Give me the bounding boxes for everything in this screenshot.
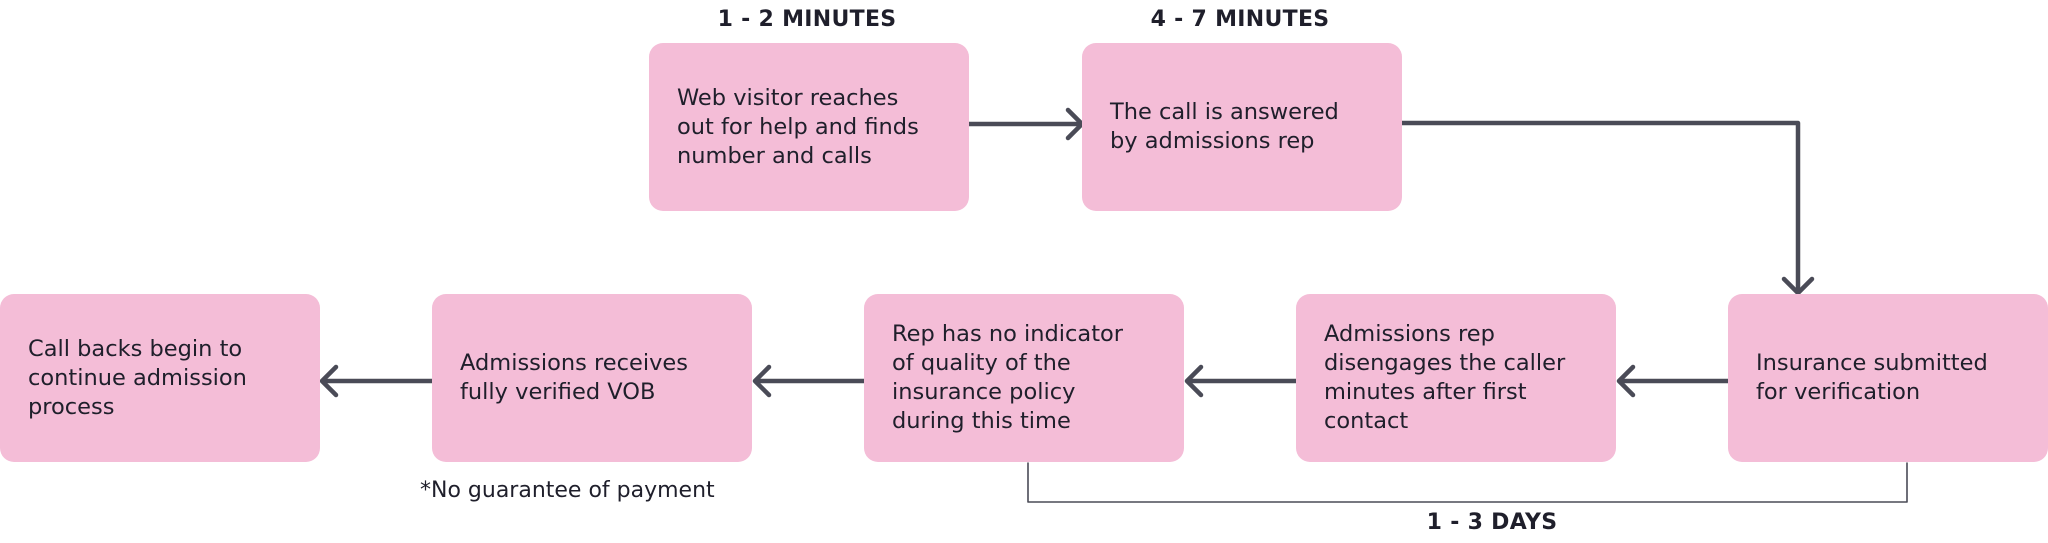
step-no-indicator: Rep has no indicator of quality of the i… [864,294,1184,462]
step-call-answered: The call is answered by admissions rep [1082,43,1402,211]
step-rep-disengages-text: Admissions rep disengages the caller min… [1324,321,1566,434]
step-web-visitor-text: Web visitor reaches out for help and fin… [677,84,919,169]
arrow-answered-to-insurance [1399,120,1815,296]
step-call-answered-text: The call is answered by admissions rep [1110,99,1339,154]
duration-label-1-3-days: 1 - 3 DAYS [1426,510,1558,535]
step-receives-vob: Admissions receives fully verified VOB [432,294,752,462]
arrow-disengages-to-no-indicator [1184,364,1299,398]
step-web-visitor: Web visitor reaches out for help and fin… [649,43,969,211]
step-insurance-submitted-text: Insurance submitted for verification [1756,350,1988,405]
duration-label-1-2-minutes: 1 - 2 MINUTES [717,7,897,32]
step-rep-disengages: Admissions rep disengages the caller min… [1296,294,1616,462]
arrow-vob-to-call-backs [319,364,435,398]
step-receives-vob-text: Admissions receives fully verified VOB [460,350,688,405]
arrow-visitor-to-answered [965,107,1085,141]
duration-label-4-7-minutes: 4 - 7 MINUTES [1150,7,1330,32]
payment-note: *No guarantee of payment [420,478,715,503]
step-no-indicator-text: Rep has no indicator of quality of the i… [892,321,1124,434]
step-call-backs: Call backs begin to continue admission p… [0,294,320,462]
arrow-no-indicator-to-vob [752,364,867,398]
step-call-backs-text: Call backs begin to continue admission p… [28,335,247,420]
arrow-insurance-to-disengages [1616,364,1731,398]
days-bracket [1027,462,1908,503]
step-insurance-submitted: Insurance submitted for verification [1728,294,2048,462]
